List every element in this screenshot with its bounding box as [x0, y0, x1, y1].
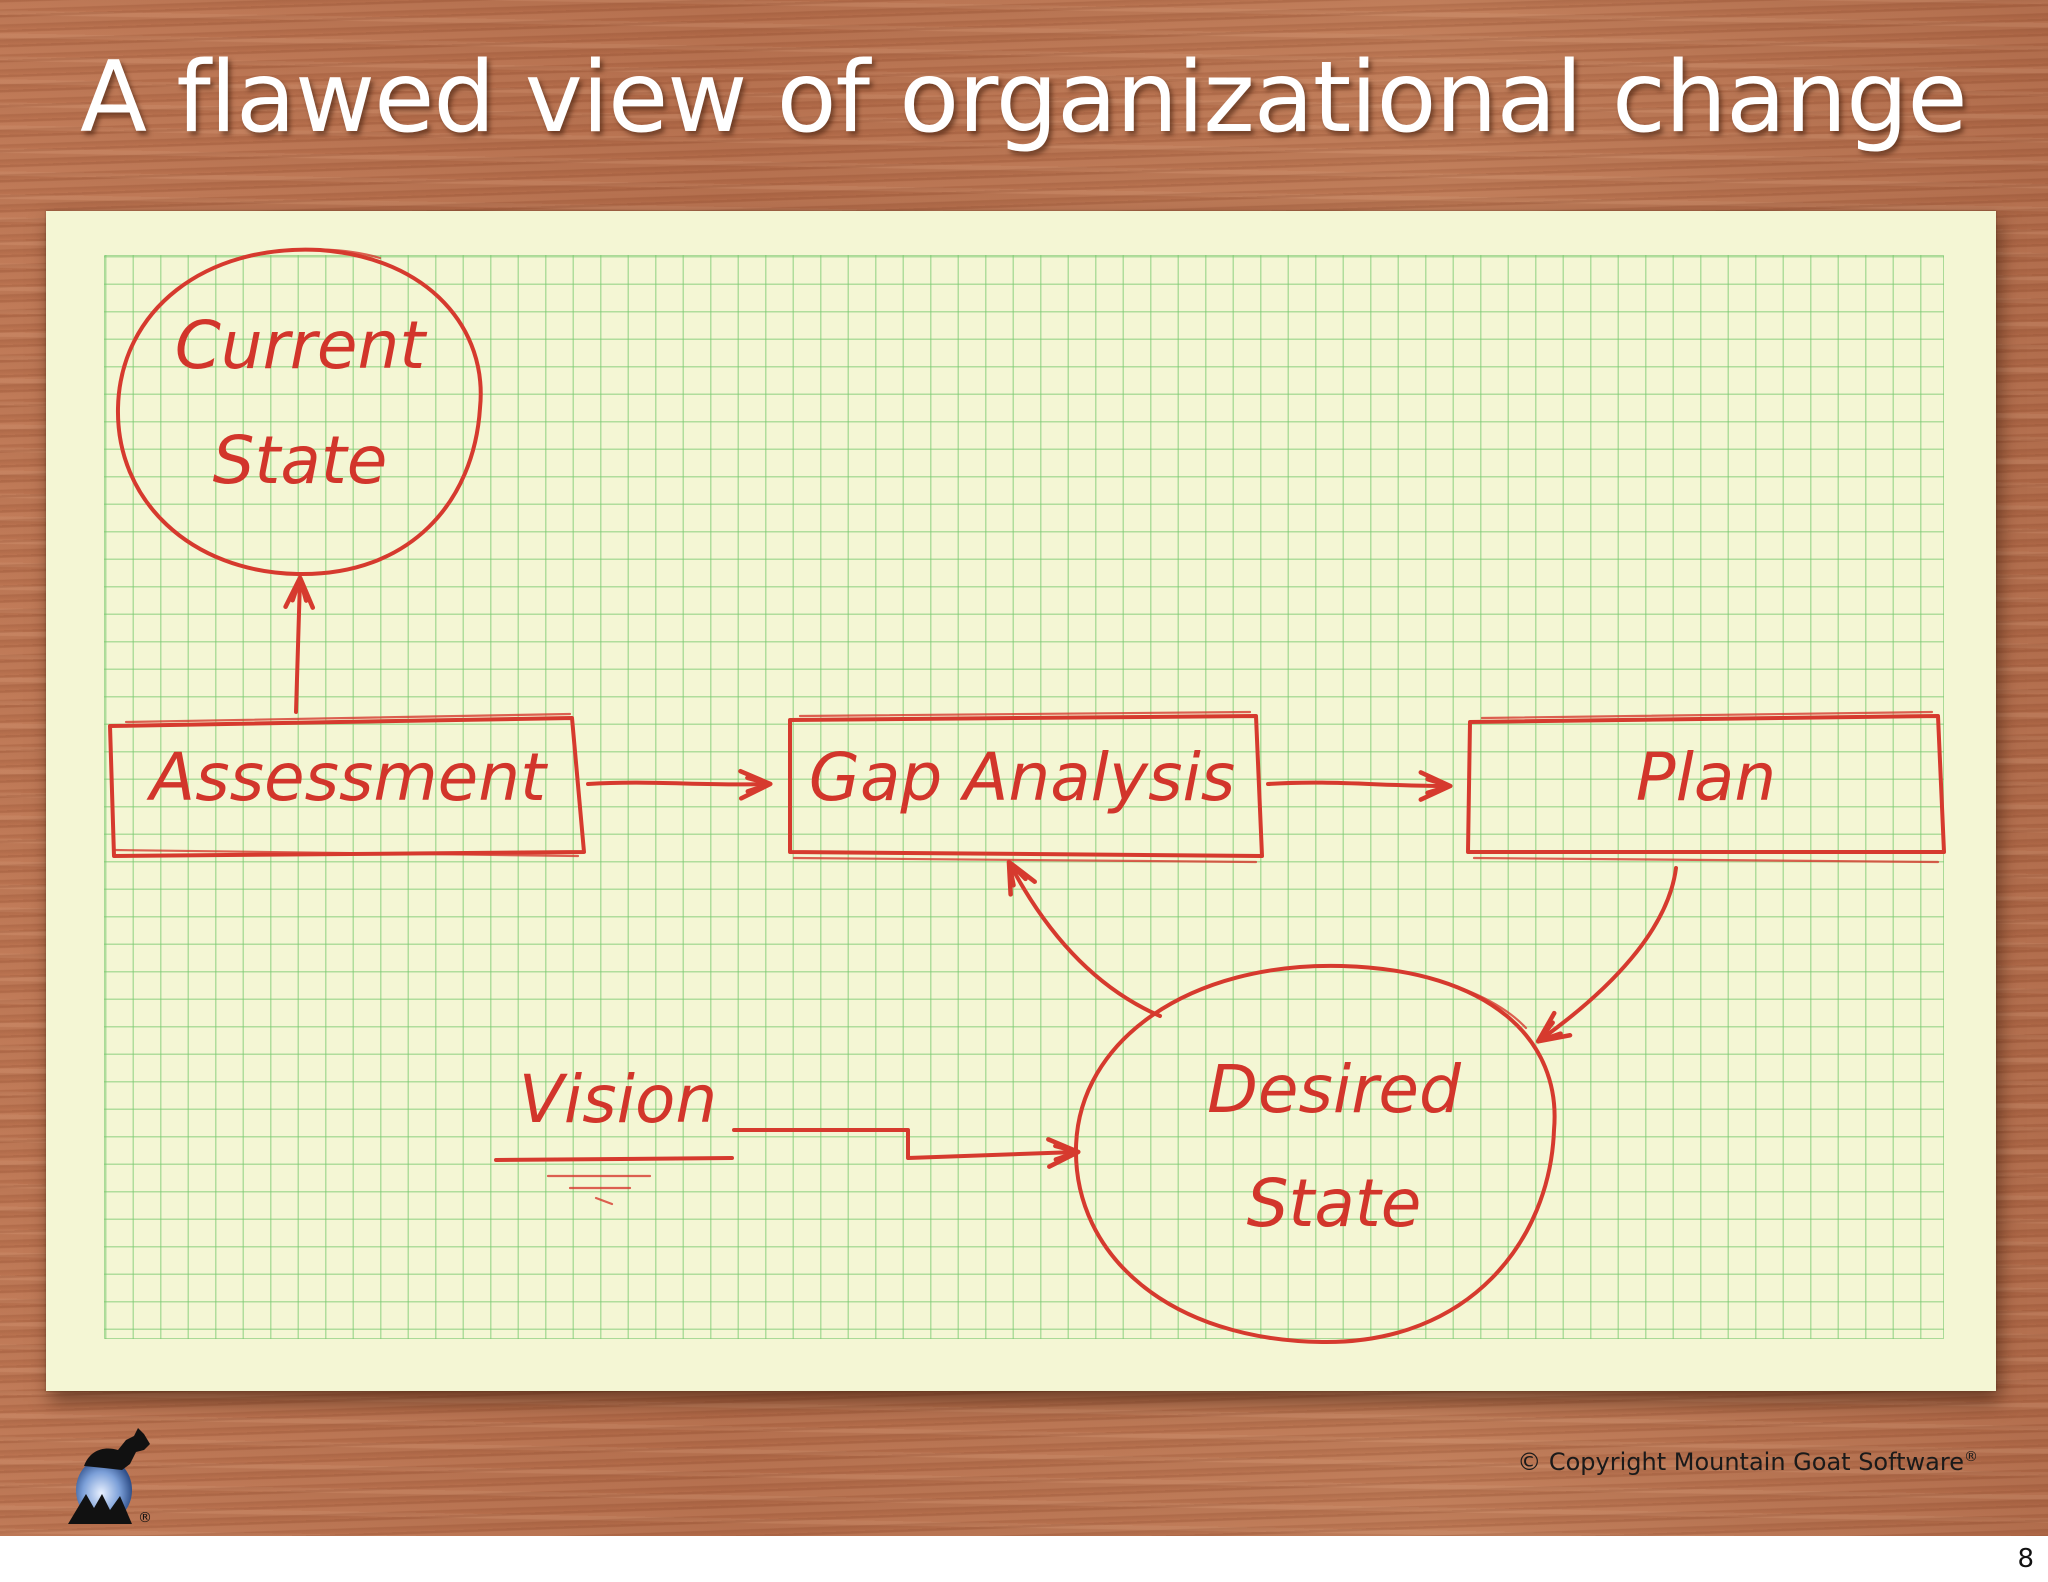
edge-assessment-to-current-state: [283, 575, 316, 714]
edge-desired-state-to-gap-analysis: [1006, 859, 1162, 1018]
copyright-registered-mark: ®: [1964, 1449, 1978, 1465]
edge-gap-analysis-to-plan: [1266, 770, 1453, 802]
mountain-goat-logo-icon: ®: [68, 1428, 152, 1526]
gap-analysis-node: Gap Analysis: [788, 710, 1264, 864]
copyright-text: © Copyright Mountain Goat Software: [1517, 1448, 1964, 1476]
current-state-label-line2: State: [213, 422, 388, 499]
logo-registered-mark: ®: [138, 1510, 152, 1526]
edge-vision-to-desired-state: [732, 1128, 1081, 1169]
copyright-notice: © Copyright Mountain Goat Software®: [1517, 1448, 1978, 1476]
desired-state-node: Desired State: [1073, 963, 1557, 1345]
vision-node: Vision: [494, 1061, 734, 1206]
slide: A flawed view of organizational change C…: [0, 0, 2048, 1536]
current-state-node: Current State: [115, 247, 483, 577]
assessment-label: Assessment: [146, 739, 548, 816]
current-state-label-line1: Current: [175, 307, 428, 384]
edge-assessment-to-gap-analysis: [586, 768, 773, 801]
desired-state-label-line2: State: [1247, 1165, 1422, 1242]
graph-paper-card: [46, 211, 1996, 1391]
vision-label: Vision: [519, 1061, 717, 1138]
edge-plan-to-desired-state: [1535, 866, 1678, 1044]
desired-state-label-line1: Desired: [1207, 1051, 1462, 1128]
gap-analysis-label: Gap Analysis: [809, 739, 1235, 816]
assessment-node: Assessment: [108, 712, 586, 858]
slide-title: A flawed view of organizational change: [80, 41, 1968, 155]
page-number: 8: [2017, 1544, 2034, 1574]
graph-paper-grid: [104, 255, 1944, 1339]
plan-label: Plan: [1636, 739, 1776, 816]
plan-node: Plan: [1466, 710, 1946, 864]
change-diagram: Current State Assessment Gap Analysis Pl…: [108, 247, 1946, 1345]
